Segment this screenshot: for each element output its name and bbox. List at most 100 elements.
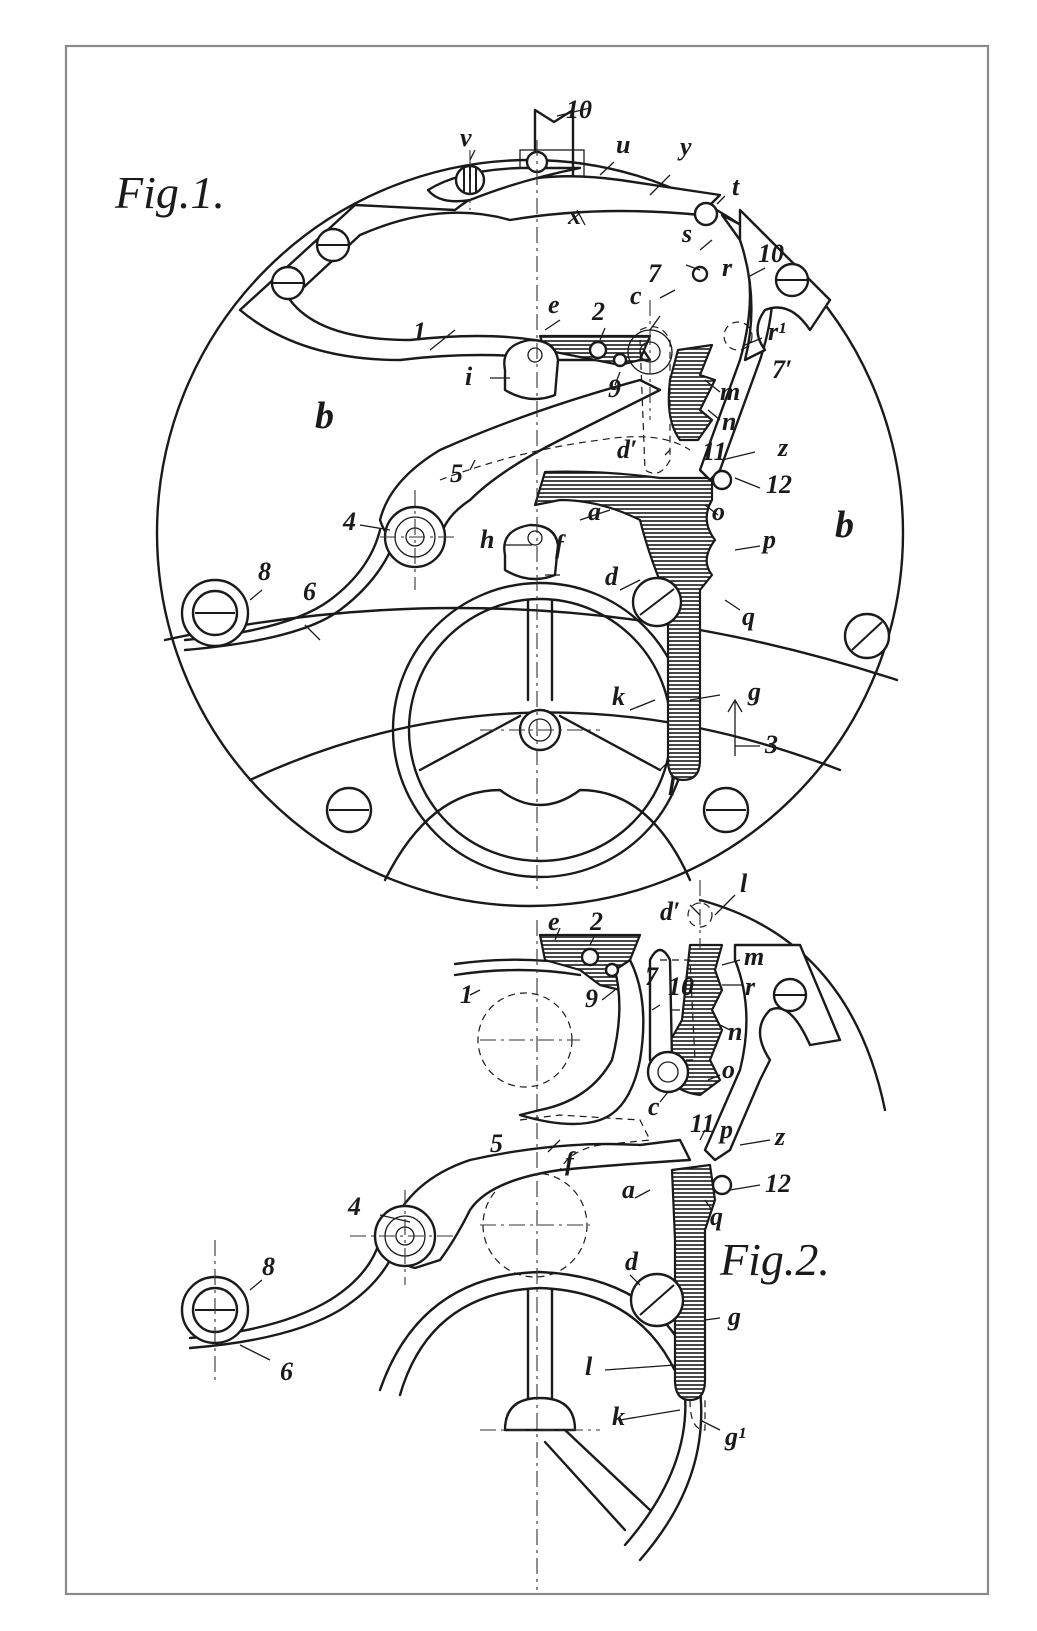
fig1-label-g: g: [747, 677, 761, 706]
fig2-cam-c-inner: [657, 1061, 679, 1083]
fig1-label-7-prime: 7′: [772, 355, 792, 384]
fig1-screw-8: [180, 578, 250, 648]
fig2-balance-hub: [503, 1396, 577, 1432]
fig2-label-g1: g¹: [724, 1422, 746, 1451]
fig1-label-b-right: b: [835, 504, 854, 546]
fig2-label-g: g: [727, 1302, 741, 1331]
fig1-bottom-segment: [383, 788, 692, 882]
fig2-label-6: 6: [280, 1357, 293, 1386]
figure-2: Fig.2. d′ l e 2 m r 1 9 7 10 n c o 11 p …: [180, 869, 887, 1590]
fig1-label-q: q: [742, 602, 755, 631]
fig1-label-c: c: [630, 281, 642, 310]
fig1-label-f: f: [555, 530, 566, 559]
fig2-label-f: f: [565, 1147, 576, 1176]
fig2-screw-d: [629, 1272, 685, 1328]
fig1-dashed-arm: [439, 436, 691, 481]
fig2-pin-2: [580, 947, 600, 967]
fig1-title: Fig.1.: [114, 167, 225, 218]
fig1-pin-r1: [723, 321, 753, 351]
fig2-label-10: 10: [668, 972, 694, 1001]
fig2-dashed-g1: [689, 1399, 706, 1431]
fig1-label-r1: r¹: [768, 317, 786, 346]
fig1-label-h: h: [480, 525, 494, 554]
fig1-label-4: 4: [342, 507, 356, 536]
fig1-label-a: a: [588, 497, 601, 526]
fig2-dashed-pin-l: [687, 902, 713, 928]
fig1-label-6: 6: [303, 577, 316, 606]
fig2-label-q: q: [710, 1202, 723, 1231]
fig2-label-8: 8: [262, 1252, 275, 1281]
fig1-label-z: z: [777, 433, 789, 462]
fig2-label-9: 9: [585, 984, 598, 1013]
fig1-label-3: 3: [764, 730, 778, 759]
fig2-arm-9: [518, 958, 645, 1126]
fig2-pin-12: [711, 1174, 733, 1196]
fig1-label-10-top: 10: [566, 95, 592, 124]
fig2-label-12: 12: [765, 1169, 791, 1198]
fig1-label-12: 12: [766, 470, 792, 499]
fig1-pin-r: [691, 265, 709, 283]
fig1-label-7: 7: [648, 259, 662, 288]
fig1-label-b-left: b: [315, 395, 334, 437]
fig2-label-d-prime: d′: [660, 897, 680, 926]
fig1-arrow-3: [727, 698, 760, 756]
fig1-pin-12: [711, 469, 733, 491]
fig1-upper-lever: [238, 175, 722, 362]
fig1-cam-i-pin: [527, 347, 543, 363]
drawing-border: [64, 44, 990, 1596]
fig1-label-d: d: [605, 562, 619, 591]
fig1-centerlines: [380, 140, 651, 890]
fig2-label-a: a: [622, 1175, 635, 1204]
fig1-label-i: i: [465, 362, 473, 391]
fig1-label-9: 9: [608, 374, 621, 403]
fig1-label-5: 5: [450, 459, 463, 488]
fig2-balance-inner: [398, 1286, 687, 1547]
figure-1: Fig.1. 10 v u y t x s r 10 7 e 2 c r¹ 1 …: [114, 95, 905, 908]
fig2-cam-c: [646, 1050, 690, 1094]
fig2-label-5: 5: [490, 1129, 503, 1158]
fig1-leaders: [249, 107, 766, 771]
fig2-label-1: 1: [460, 980, 473, 1009]
fig1-pin-t: [693, 201, 719, 227]
fig1-pin-9: [612, 352, 628, 368]
fig1-labels: 10 v u y t x s r 10 7 e 2 c r¹ 1 7′ i 9 …: [258, 95, 854, 801]
fig1-label-o: o: [712, 497, 725, 526]
fig2-label-p: p: [718, 1115, 733, 1144]
fig2-label-m: m: [744, 942, 764, 971]
fig2-label-2: 2: [589, 907, 603, 936]
fig2-labels: d′ l e 2 m r 1 9 7 10 n c o 11 p z 5 f a…: [262, 869, 791, 1451]
fig2-label-d: d: [625, 1247, 639, 1276]
fig1-shaded-lever: [533, 470, 717, 782]
fig2-shaded-lever-lower: [670, 1163, 717, 1402]
fig1-label-n: n: [722, 407, 736, 436]
fig2-label-r: r: [745, 972, 756, 1001]
fig1-label-8: 8: [258, 557, 271, 586]
fig1-balance-spokes: [418, 598, 662, 772]
fig1-label-s: s: [681, 219, 692, 248]
fig1-label-m: m: [720, 377, 740, 406]
fig1-label-1: 1: [413, 317, 426, 346]
fig2-label-l-top: l: [740, 869, 748, 898]
fig1-label-10-right: 10: [758, 239, 784, 268]
fig2-title: Fig.2.: [719, 1234, 830, 1285]
fig1-label-11: 11: [702, 437, 727, 466]
fig1-label-v: v: [460, 123, 472, 152]
fig1-label-y: y: [677, 132, 692, 161]
fig1-label-t: t: [732, 172, 740, 201]
fig2-dashed-lever-f: [519, 1114, 651, 1171]
fig2-label-k: k: [612, 1402, 625, 1431]
fig1-label-d-prime: d′: [617, 435, 637, 464]
fig1-label-x: x: [567, 201, 581, 230]
fig1-screws: [270, 227, 891, 834]
fig2-label-e: e: [548, 907, 560, 936]
fig2-screw-right: [772, 977, 808, 1013]
fig2-label-o: o: [722, 1055, 735, 1084]
fig1-label-l: l: [668, 772, 676, 801]
fig2-label-11: 11: [690, 1109, 715, 1138]
fig1-lower-band-top: [163, 606, 899, 682]
fig1-label-u: u: [616, 130, 630, 159]
fig2-label-n: n: [728, 1017, 742, 1046]
fig1-label-k: k: [612, 682, 625, 711]
fig2-label-7: 7: [645, 962, 659, 991]
fig2-pin-9: [604, 962, 620, 978]
